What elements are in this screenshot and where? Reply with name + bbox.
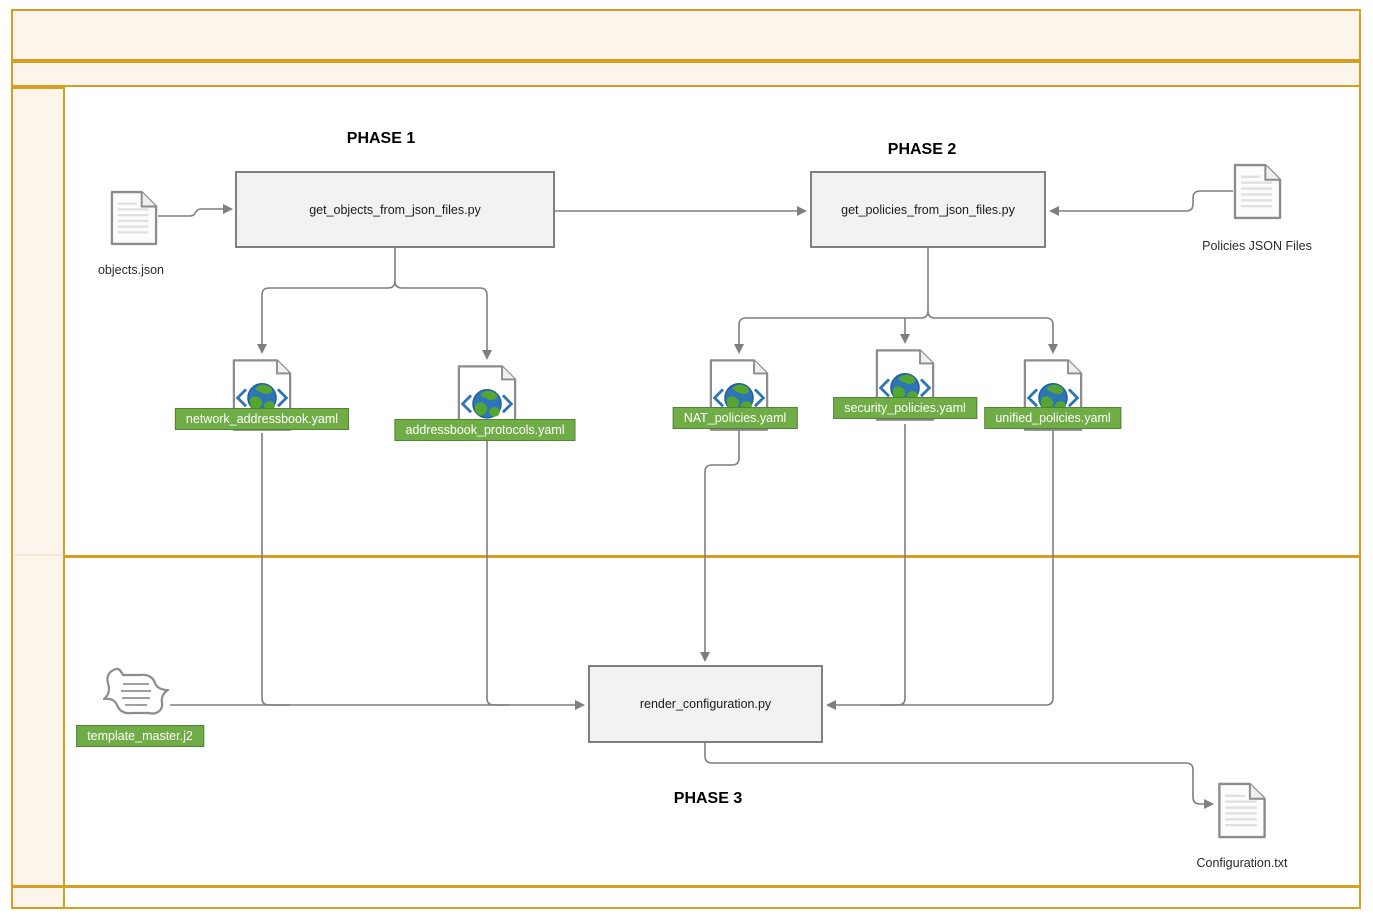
template-master-j2-label: template_master.j2 [76, 725, 204, 747]
unified-policies-yaml-label: unified_policies.yaml [984, 407, 1122, 429]
process-get-policies: get_policies_from_json_files.py [810, 171, 1046, 248]
process-get-objects: get_objects_from_json_files.py [235, 171, 555, 248]
lane-label-column [11, 87, 65, 909]
phase-1-heading: PHASE 1 [346, 130, 416, 147]
process-render-configuration: render_configuration.py [588, 665, 823, 743]
addressbook-protocols-yaml-label: addressbook_protocols.yaml [394, 419, 576, 441]
configuration-txt-file-icon [1217, 782, 1267, 839]
title-band [11, 9, 1361, 61]
phase-3-heading: PHASE 3 [673, 790, 743, 807]
outer-frame [11, 9, 1361, 909]
phase-2-heading: PHASE 2 [887, 141, 957, 158]
bottom-band-divider [11, 885, 1361, 888]
lane-label-gap [14, 554, 62, 556]
nat-policies-yaml-label: NAT_policies.yaml [672, 407, 798, 429]
lane-divider [65, 555, 1361, 558]
addressbook-protocols-web-file-icon [457, 363, 517, 439]
policies-json-label: Policies JSON Files [1202, 239, 1312, 253]
policies-json-file-icon [1233, 163, 1282, 220]
template-master-scroll-icon [101, 664, 171, 726]
objects-json-label: objects.json [97, 263, 164, 277]
network-addressbook-yaml-label: network_addressbook.yaml [174, 408, 350, 430]
objects-json-file-icon [110, 190, 158, 246]
subtitle-band [11, 61, 1361, 87]
configuration-txt-label: Configuration.txt [1196, 856, 1288, 870]
security-policies-yaml-label: security_policies.yaml [833, 397, 977, 419]
